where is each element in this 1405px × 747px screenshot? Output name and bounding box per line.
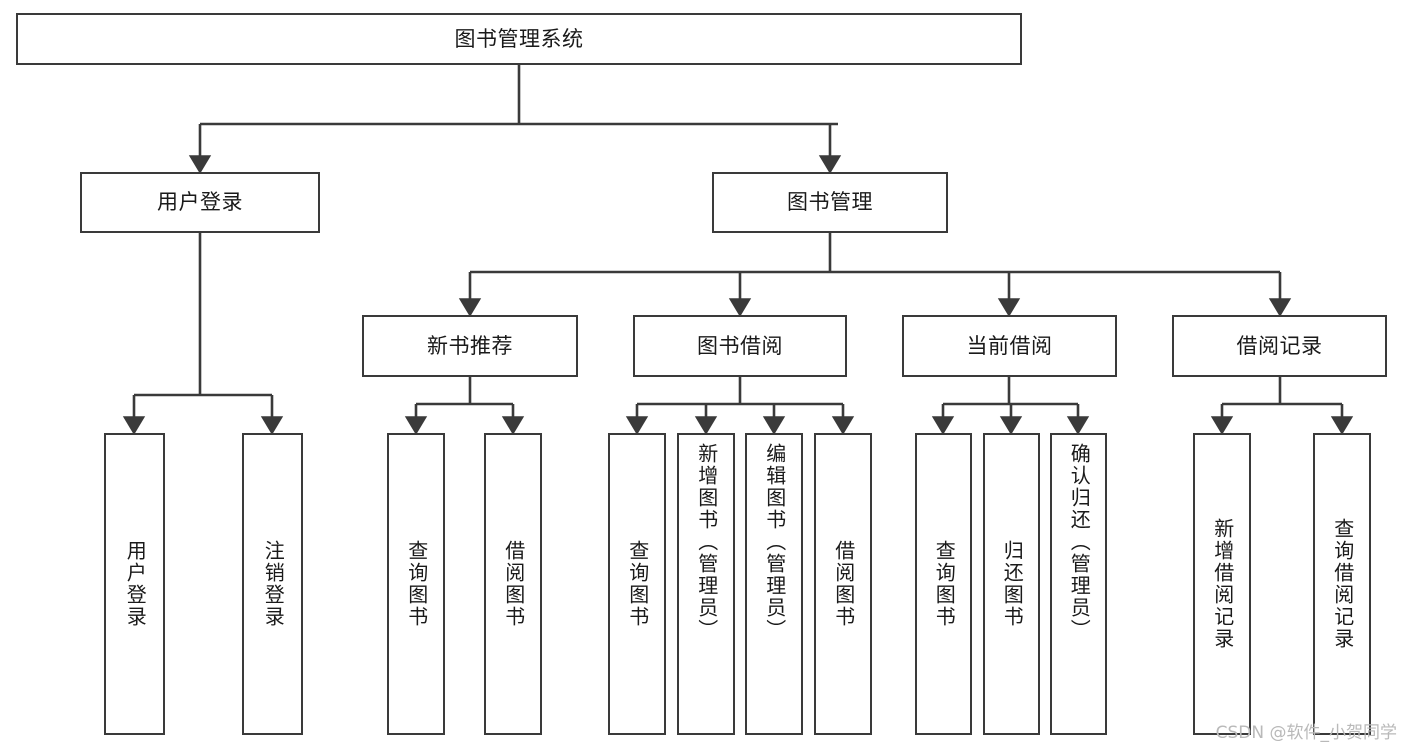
node-root-label: 图书管理系统 bbox=[454, 26, 584, 51]
node-leaf-add-book-label: 新增图书（管理员） bbox=[694, 443, 719, 641]
node-leaf-edit-book-label: 编辑图书（管理员） bbox=[762, 443, 787, 641]
node-leaf-borrow-book-1[interactable]: 借阅图书 bbox=[484, 433, 542, 735]
csdn-watermark: CSDN @软件_小贺同学 bbox=[1215, 723, 1397, 743]
node-user-login-label: 用户登录 bbox=[157, 190, 243, 215]
node-borrow-record[interactable]: 借阅记录 bbox=[1172, 315, 1387, 377]
node-leaf-borrow-book-2[interactable]: 借阅图书 bbox=[814, 433, 872, 735]
node-leaf-query-book-3[interactable]: 查询图书 bbox=[915, 433, 972, 735]
node-leaf-borrow-book-1-label: 借阅图书 bbox=[501, 540, 526, 628]
node-leaf-add-record-label: 新增借阅记录 bbox=[1210, 518, 1235, 650]
node-leaf-return-book-label: 归还图书 bbox=[1000, 540, 1025, 628]
node-leaf-query-record-label: 查询借阅记录 bbox=[1330, 518, 1355, 650]
node-leaf-add-record[interactable]: 新增借阅记录 bbox=[1193, 433, 1251, 735]
node-book-manage[interactable]: 图书管理 bbox=[712, 172, 948, 233]
node-leaf-confirm-return-label: 确认归还（管理员） bbox=[1067, 443, 1092, 641]
node-leaf-user-login-label: 用户登录 bbox=[123, 540, 148, 628]
node-root[interactable]: 图书管理系统 bbox=[16, 13, 1022, 65]
node-current-borrow-label: 当前借阅 bbox=[966, 333, 1053, 358]
node-leaf-logout-label: 注销登录 bbox=[261, 540, 286, 628]
node-leaf-borrow-book-2-label: 借阅图书 bbox=[831, 540, 856, 628]
node-book-manage-label: 图书管理 bbox=[787, 190, 873, 215]
node-leaf-query-book-3-label: 查询图书 bbox=[932, 540, 957, 628]
node-current-borrow[interactable]: 当前借阅 bbox=[902, 315, 1117, 377]
node-leaf-user-login[interactable]: 用户登录 bbox=[104, 433, 165, 735]
node-new-book-rec-label: 新书推荐 bbox=[427, 333, 513, 358]
node-leaf-query-book-1[interactable]: 查询图书 bbox=[387, 433, 445, 735]
node-leaf-query-book-1-label: 查询图书 bbox=[404, 540, 429, 628]
node-leaf-query-book-2[interactable]: 查询图书 bbox=[608, 433, 666, 735]
node-leaf-query-record[interactable]: 查询借阅记录 bbox=[1313, 433, 1371, 735]
node-book-borrow-label: 图书借阅 bbox=[697, 333, 783, 358]
node-leaf-query-book-2-label: 查询图书 bbox=[625, 540, 650, 628]
node-leaf-edit-book[interactable]: 编辑图书（管理员） bbox=[745, 433, 803, 735]
node-leaf-confirm-return[interactable]: 确认归还（管理员） bbox=[1050, 433, 1107, 735]
node-user-login[interactable]: 用户登录 bbox=[80, 172, 320, 233]
node-new-book-rec[interactable]: 新书推荐 bbox=[362, 315, 578, 377]
node-leaf-return-book[interactable]: 归还图书 bbox=[983, 433, 1040, 735]
node-leaf-logout[interactable]: 注销登录 bbox=[242, 433, 303, 735]
node-leaf-add-book[interactable]: 新增图书（管理员） bbox=[677, 433, 735, 735]
node-borrow-record-label: 借阅记录 bbox=[1236, 333, 1323, 358]
node-book-borrow[interactable]: 图书借阅 bbox=[633, 315, 847, 377]
